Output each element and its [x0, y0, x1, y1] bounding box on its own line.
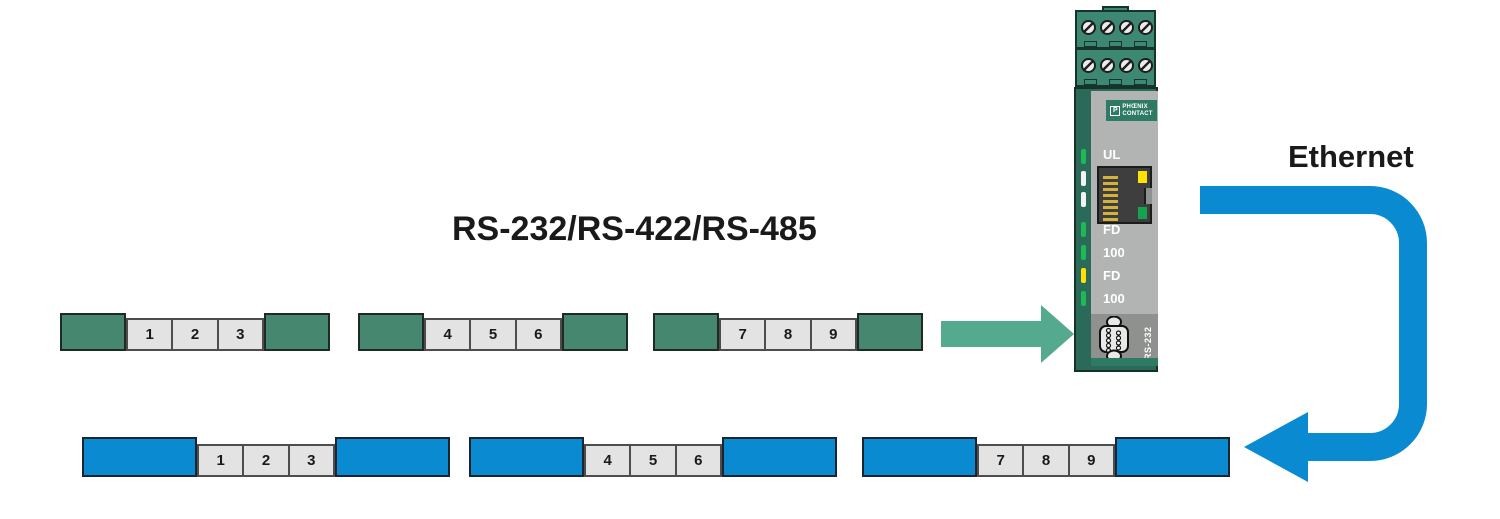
packet-filler-block [264, 313, 330, 351]
packet-cell: 4 [584, 444, 632, 477]
packet-filler-block [857, 313, 923, 351]
packet-filler-block [722, 437, 837, 477]
ethernet-packet-3: 7 8 9 [862, 437, 1230, 477]
terminal-notch [1084, 79, 1097, 85]
packet-cell: 3 [287, 444, 335, 477]
rj45-pin [1103, 194, 1118, 197]
rj45-latch [1144, 188, 1152, 204]
packet-cell: 2 [242, 444, 290, 477]
screw-icon [1119, 20, 1134, 35]
packet-filler-block [862, 437, 977, 477]
phoenix-contact-logo: P PHŒNIX CONTACT [1106, 100, 1157, 121]
rj45-pin [1103, 206, 1118, 209]
packet-cell: 8 [1022, 444, 1070, 477]
packet-cells: 1 2 3 [126, 318, 264, 351]
screw-icon [1081, 20, 1096, 35]
rs232-port-label: RS-232 [1143, 326, 1153, 360]
serial-port-section: RS-232 [1091, 314, 1158, 366]
rj45-pin [1103, 182, 1118, 185]
ethernet-packet-1: 1 2 3 [82, 437, 450, 477]
screw-icon [1138, 20, 1153, 35]
serial-packet-1: 1 2 3 [60, 313, 330, 351]
screw-icon [1100, 58, 1115, 73]
rj45-pin [1103, 212, 1118, 215]
packet-cell: 7 [719, 318, 767, 351]
brand-line1: PHŒNIX [1122, 103, 1148, 110]
packet-cell: 6 [514, 318, 562, 351]
serial-to-device-arrow-icon [941, 305, 1074, 363]
led-label-100a: 100 [1103, 245, 1125, 260]
packet-cell: 8 [764, 318, 812, 351]
screw-icon [1081, 58, 1096, 73]
rj45-pin [1103, 176, 1118, 179]
packet-filler-block [60, 313, 126, 351]
packet-cell: 5 [469, 318, 517, 351]
brand-p-icon: P [1110, 105, 1121, 116]
device-bottom-strip [1091, 358, 1158, 366]
status-led-green-icon [1081, 222, 1086, 237]
terminal-notch [1109, 79, 1122, 85]
serial-protocols-label: RS-232/RS-422/RS-485 [452, 210, 817, 248]
led-label-fd1: FD [1103, 222, 1121, 237]
packet-cell: 1 [197, 444, 245, 477]
packet-filler-block [653, 313, 719, 351]
packet-cell: 6 [674, 444, 722, 477]
db9-connector-icon [1099, 316, 1129, 362]
packet-filler-block [1115, 437, 1230, 477]
packet-filler-block [562, 313, 628, 351]
terminal-notch [1084, 41, 1097, 47]
packet-cells: 4 5 6 [424, 318, 562, 351]
device-body: P PHŒNIX CONTACT UL [1074, 87, 1158, 372]
rj45-ethernet-port-icon [1097, 166, 1152, 224]
serial-packet-2: 4 5 6 [358, 313, 628, 351]
converter-device: P PHŒNIX CONTACT UL [1074, 6, 1158, 372]
packet-cells: 1 2 3 [197, 444, 335, 477]
packet-cell: 9 [809, 318, 857, 351]
status-led-green-icon [1081, 291, 1086, 306]
terminal-notch [1109, 41, 1122, 47]
status-led-yellow-icon [1081, 268, 1086, 283]
packet-cell: 7 [977, 444, 1025, 477]
status-led-green-icon [1081, 149, 1086, 164]
terminal-block-bottom [1075, 48, 1156, 87]
ul-label: UL [1103, 147, 1121, 162]
packet-filler-block [469, 437, 584, 477]
packet-cell: 4 [424, 318, 472, 351]
rj45-pin [1103, 200, 1118, 203]
screw-icon [1100, 20, 1115, 35]
status-led-green-icon [1081, 245, 1086, 260]
terminal-notch [1134, 79, 1147, 85]
rj45-pin [1103, 188, 1118, 191]
status-led-white-icon [1081, 192, 1086, 207]
screw-icon [1138, 58, 1153, 73]
terminal-notch [1134, 41, 1147, 47]
packet-cell: 5 [629, 444, 677, 477]
port-led-green-icon [1138, 207, 1147, 219]
ethernet-label: Ethernet [1288, 139, 1414, 174]
packet-cell: 1 [126, 318, 174, 351]
led-label-100b: 100 [1103, 291, 1125, 306]
packet-cell: 9 [1067, 444, 1115, 477]
brand-line2: CONTACT [1122, 110, 1153, 117]
status-led-white-icon [1081, 171, 1086, 186]
packet-cells: 7 8 9 [977, 444, 1115, 477]
packet-cells: 7 8 9 [719, 318, 857, 351]
packet-filler-block [82, 437, 197, 477]
ethernet-arrow-icon [1200, 186, 1427, 482]
packet-filler-block [335, 437, 450, 477]
serial-packet-3: 7 8 9 [653, 313, 923, 351]
packet-filler-block [358, 313, 424, 351]
port-led-yellow-icon [1138, 171, 1147, 183]
packet-cells: 4 5 6 [584, 444, 722, 477]
device-front-panel: P PHŒNIX CONTACT UL [1091, 91, 1158, 314]
screw-icon [1119, 58, 1134, 73]
terminal-block-top [1075, 10, 1156, 49]
led-label-fd2: FD [1103, 268, 1121, 283]
rj45-pin [1103, 218, 1118, 221]
packet-cell: 2 [171, 318, 219, 351]
ethernet-packet-2: 4 5 6 [469, 437, 837, 477]
packet-cell: 3 [216, 318, 264, 351]
